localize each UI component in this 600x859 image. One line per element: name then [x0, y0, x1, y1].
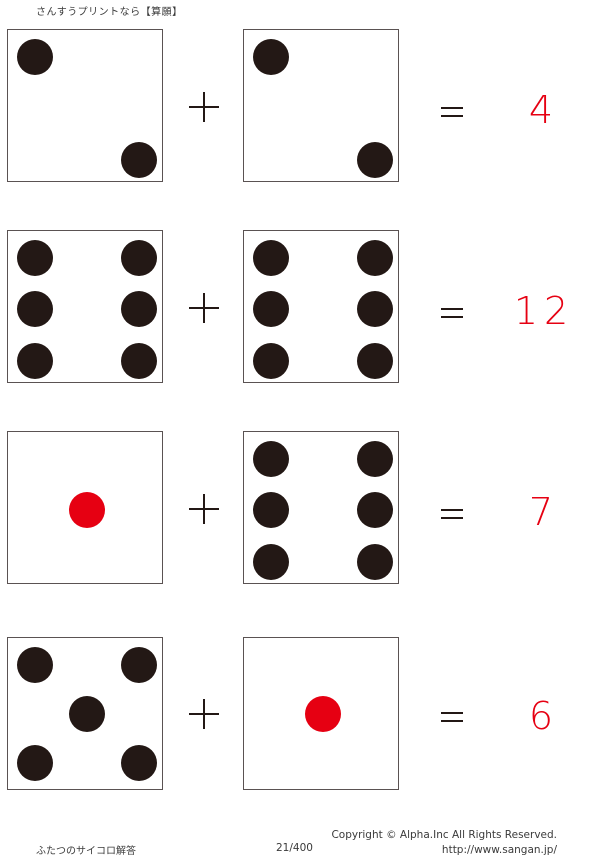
- pip: [17, 647, 53, 683]
- pip: [357, 544, 393, 580]
- pip: [121, 291, 157, 327]
- plus-icon: [189, 699, 219, 729]
- pip: [253, 544, 289, 580]
- pip: [69, 696, 105, 732]
- pip: [253, 291, 289, 327]
- worksheet-name: ふたつのサイコロ解答: [36, 846, 136, 857]
- pip: [253, 343, 289, 379]
- pip: [121, 240, 157, 276]
- pip: [121, 343, 157, 379]
- die-six-right: [243, 431, 399, 584]
- answer-3: 7: [528, 490, 560, 534]
- plus-icon: [189, 293, 219, 323]
- pip: [253, 240, 289, 276]
- die-two-left: [7, 29, 163, 182]
- equals-icon: [441, 308, 463, 318]
- pip: [253, 441, 289, 477]
- header-title: さんすうプリントなら【算願】: [36, 7, 183, 18]
- pip: [253, 39, 289, 75]
- answer-1: 4: [528, 88, 560, 132]
- pip: [17, 291, 53, 327]
- pip: [17, 745, 53, 781]
- die-six-left: [7, 230, 163, 383]
- pip: [357, 142, 393, 178]
- pip: [357, 291, 393, 327]
- pip: [357, 343, 393, 379]
- answer-2: 12: [513, 289, 575, 333]
- pip: [17, 39, 53, 75]
- equals-icon: [441, 107, 463, 117]
- plus-icon: [189, 92, 219, 122]
- pip: [69, 492, 105, 528]
- pip: [121, 647, 157, 683]
- pip: [17, 240, 53, 276]
- equals-icon: [441, 712, 463, 722]
- copyright: Copyright © Alpha.Inc All Rights Reserve…: [331, 829, 557, 841]
- site-url: http://www.sangan.jp/: [441, 844, 557, 856]
- plus-icon: [189, 494, 219, 524]
- die-five-left: [7, 637, 163, 790]
- pip: [305, 696, 341, 732]
- page-number: 21/400: [276, 842, 313, 854]
- pip: [121, 142, 157, 178]
- equals-icon: [441, 509, 463, 519]
- pip: [357, 441, 393, 477]
- die-one-left: [7, 431, 163, 584]
- pip: [357, 240, 393, 276]
- pip: [357, 492, 393, 528]
- pip: [17, 343, 53, 379]
- pip: [121, 745, 157, 781]
- pip: [253, 492, 289, 528]
- answer-4: 6: [528, 694, 560, 738]
- die-six-right: [243, 230, 399, 383]
- die-one-right: [243, 637, 399, 790]
- die-two-right: [243, 29, 399, 182]
